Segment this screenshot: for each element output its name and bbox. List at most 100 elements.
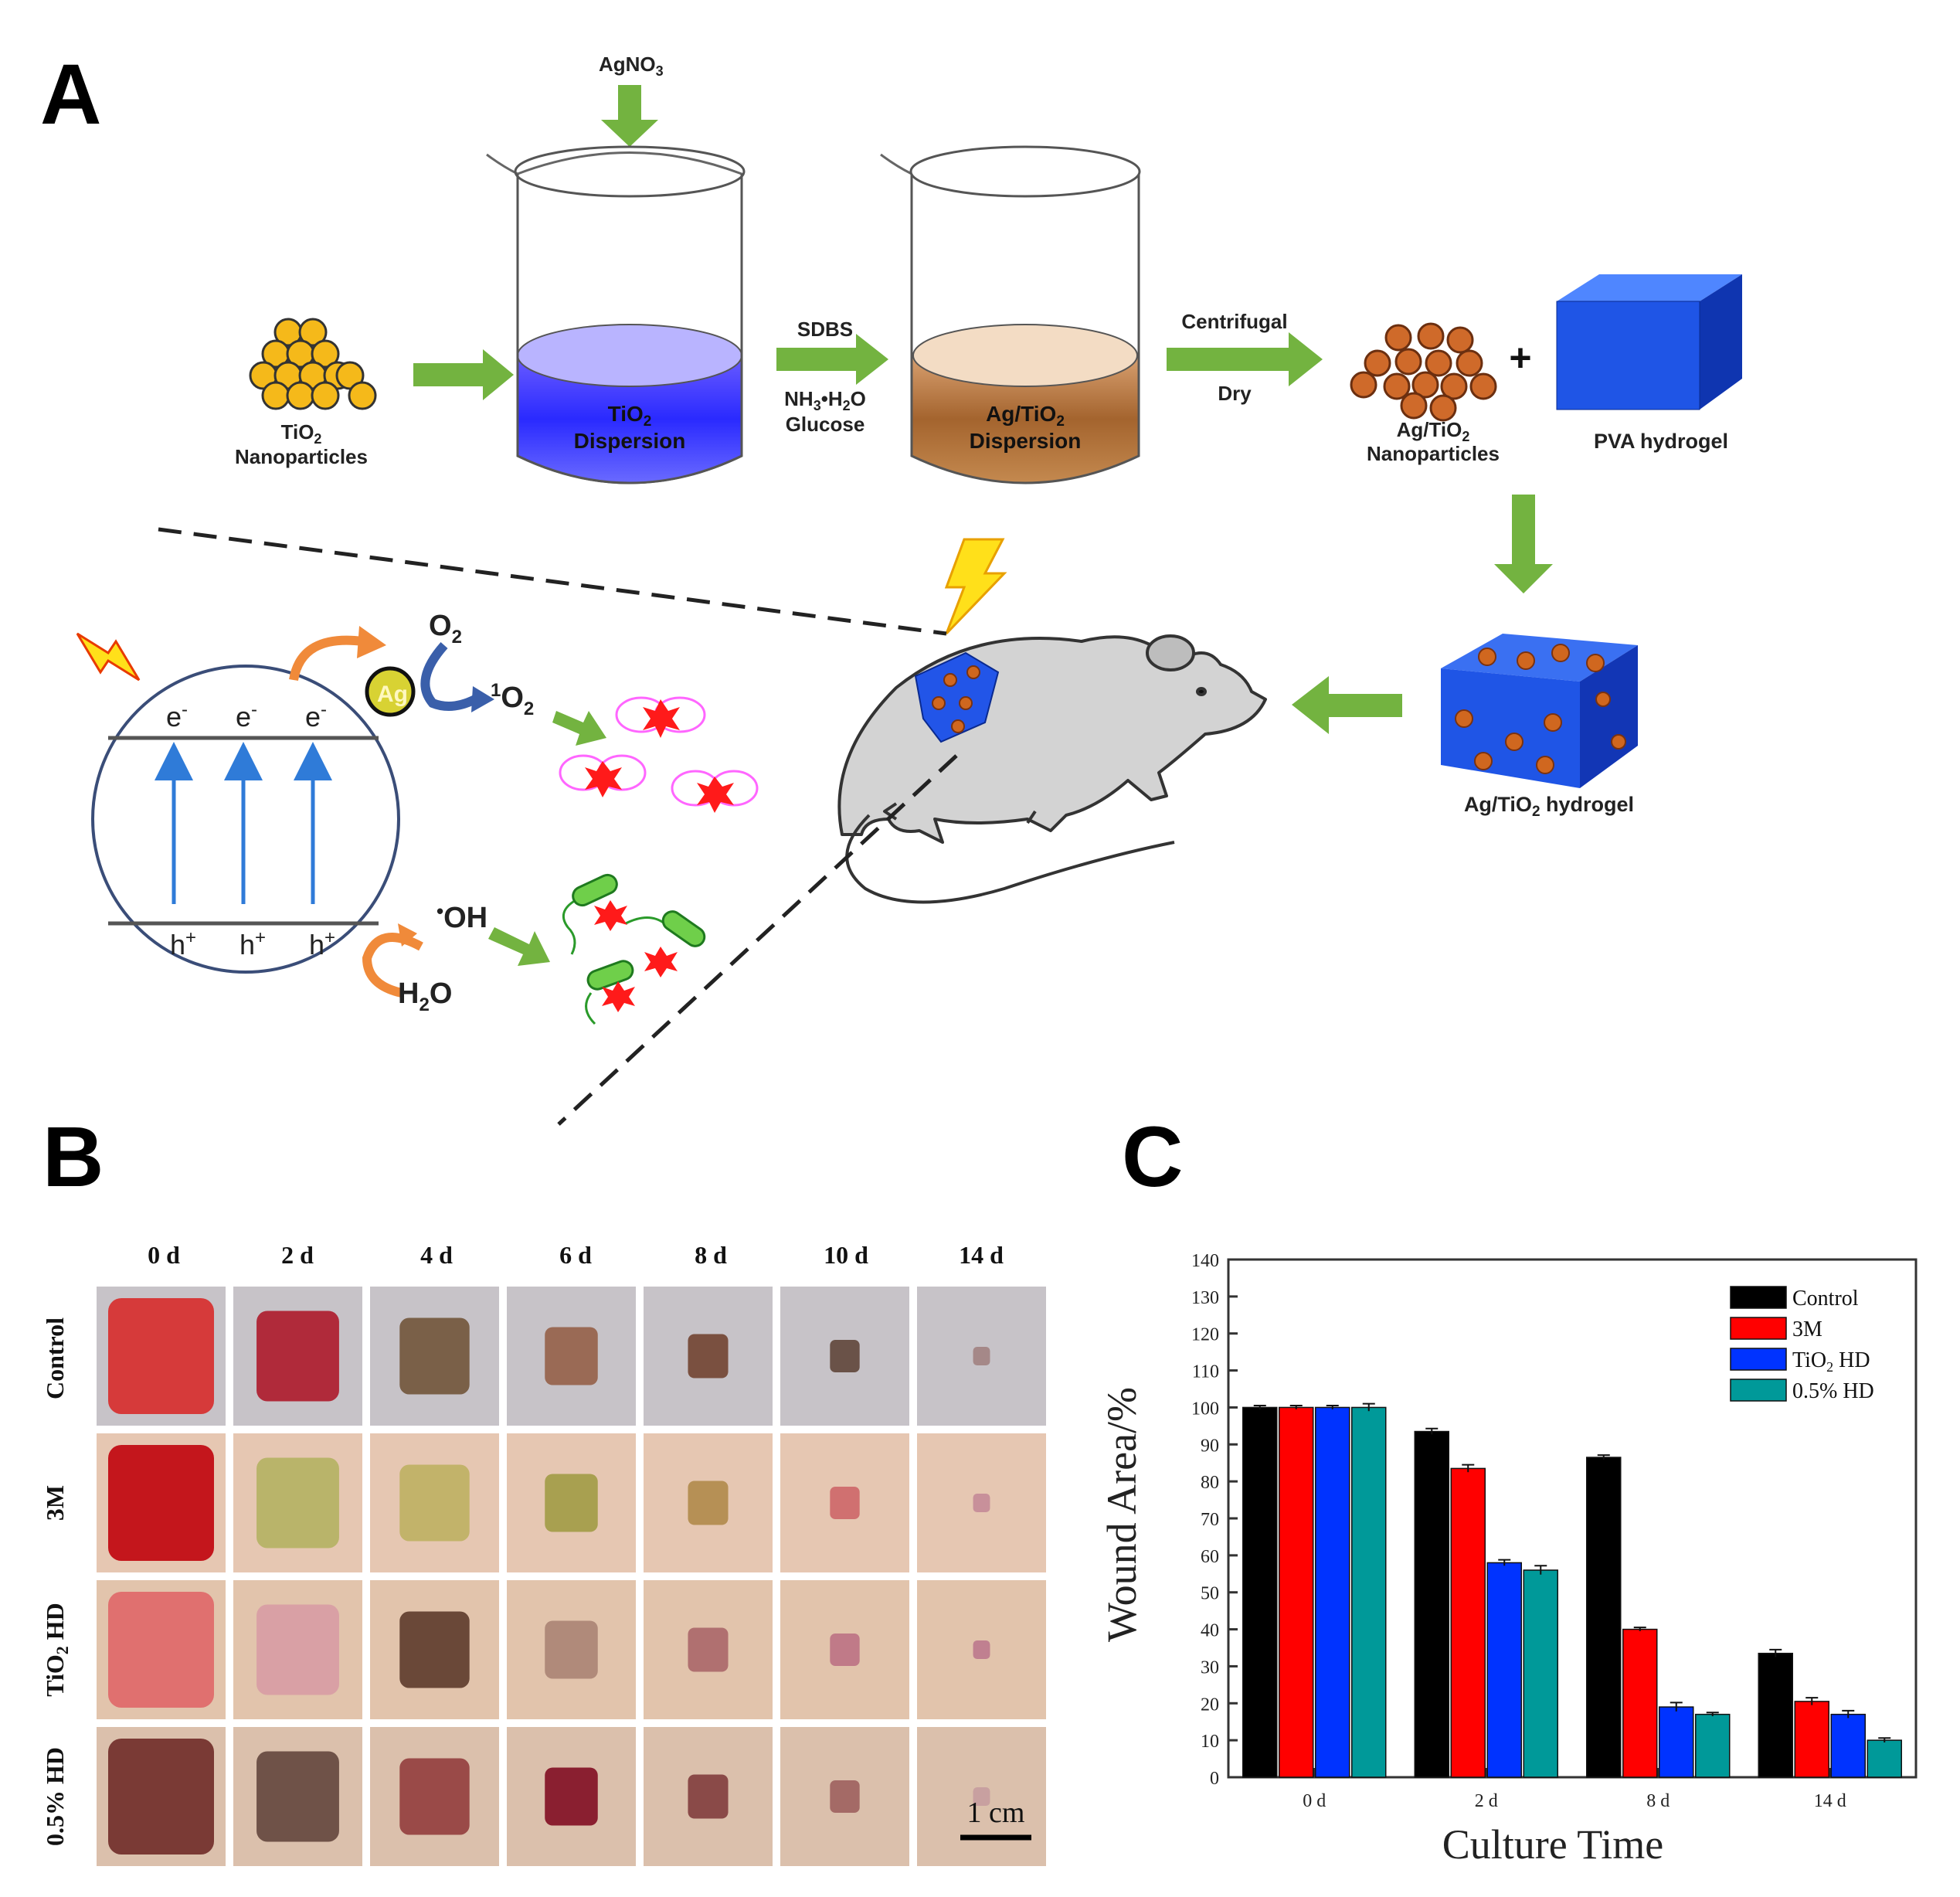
wound-area — [688, 1774, 729, 1819]
dashed-line-bottom — [557, 754, 958, 1126]
pink-bacteria — [559, 696, 759, 813]
green-arrow-oh — [488, 927, 550, 966]
col-header: 14 d — [959, 1241, 1004, 1269]
row-label: TiO2 HD — [41, 1603, 72, 1697]
arrow-to-ag-dispersion — [776, 334, 888, 385]
agtio2-np-label-2: Nanoparticles — [1367, 442, 1500, 465]
col-header: 8 d — [695, 1241, 727, 1269]
bar — [1659, 1706, 1694, 1778]
tio2-disp-label-2: Dispersion — [574, 429, 686, 453]
bar — [1867, 1739, 1902, 1778]
arrow-down-to-hydrogel — [1494, 495, 1553, 593]
wound-area — [108, 1298, 214, 1414]
plus-sign: + — [1509, 336, 1531, 379]
oh-radical-label: •OH — [436, 899, 487, 934]
agtio2-disp-label-2: Dispersion — [970, 429, 1082, 453]
wound-area — [399, 1464, 470, 1542]
bar — [1830, 1713, 1866, 1778]
svg-text:h+: h+ — [170, 927, 196, 960]
wound-area — [399, 1611, 470, 1688]
wound-area — [545, 1327, 598, 1385]
wound-area — [973, 1787, 990, 1806]
x-tick-label: 14 d — [1814, 1791, 1846, 1811]
ag-nanoparticle — [365, 666, 416, 717]
arrow-to-mouse — [1292, 676, 1402, 734]
arrow-to-dispersion — [413, 349, 514, 400]
svg-text:h+: h+ — [239, 927, 266, 960]
legend-label: 3M — [1792, 1317, 1822, 1341]
legend-swatch — [1730, 1317, 1787, 1340]
lightning-icon — [944, 538, 1007, 635]
singlet-oxygen-label: 1O2 — [491, 680, 534, 719]
beaker-agtio2 — [880, 145, 1141, 484]
green-bacteria — [562, 873, 706, 1025]
y-tick-label: 130 — [1191, 1288, 1219, 1308]
x-tick-label: 0 d — [1303, 1791, 1326, 1811]
y-tick-label: 0 — [1210, 1769, 1219, 1789]
photo-grid-row-labels: Control 3M TiO2 HD 0.5% HD — [41, 1317, 72, 1846]
blue-arrowhead — [471, 686, 494, 712]
agno3-arrow — [601, 85, 658, 147]
panel-b: B 0 d 2 d 4 d 6 d 8 d 10 d 14 d Control … — [41, 1110, 1046, 1866]
col-header: 6 d — [559, 1241, 592, 1269]
x-tick-label: 2 d — [1475, 1791, 1498, 1811]
wound-area — [973, 1640, 990, 1659]
y-tick-label: 60 — [1201, 1547, 1219, 1567]
band-diagram — [91, 665, 400, 974]
dashed-line-top — [158, 527, 947, 636]
nh3-label: NH3•H2O — [784, 387, 866, 413]
row-label: Control — [41, 1317, 69, 1399]
agtio2-disp-label: Ag/TiO2 — [986, 402, 1065, 430]
mouse-illustration — [837, 634, 1267, 904]
bar — [1315, 1406, 1350, 1778]
bar — [1242, 1406, 1278, 1778]
photo-grid-column-headers: 0 d 2 d 4 d 6 d 8 d 10 d 14 d — [148, 1241, 1004, 1269]
orange-arrowhead-1 — [357, 626, 386, 658]
y-tick-label: 50 — [1201, 1584, 1219, 1604]
wound-area — [108, 1739, 214, 1855]
y-tick-label: 10 — [1201, 1732, 1219, 1752]
agno3-label: AgNO3 — [599, 53, 664, 79]
agtio2-np-label: Ag/TiO2 — [1397, 418, 1470, 444]
electron-labels: e- e- e- — [166, 699, 327, 733]
legend-swatch — [1730, 1348, 1787, 1371]
orange-arrowhead-2 — [398, 923, 417, 947]
beaker-tio2 — [486, 145, 746, 484]
sdbs-label: SDBS — [797, 318, 853, 341]
bar — [1758, 1652, 1793, 1778]
hydrogel-patch-on-mouse — [914, 651, 1000, 743]
panel-label-c: C — [1122, 1110, 1183, 1205]
wound-area — [545, 1767, 598, 1826]
y-tick-label: 120 — [1191, 1325, 1219, 1345]
lightning-icon-left — [76, 632, 141, 682]
panel-a: A AgNO3 TiO2 Nanoparticles TiO2 Dispersi… — [40, 47, 1742, 1126]
o2-label: O2 — [429, 610, 462, 648]
pva-label: PVA hydrogel — [1594, 430, 1728, 453]
col-header: 2 d — [281, 1241, 314, 1269]
wound-area — [399, 1758, 470, 1835]
y-tick-label: 40 — [1201, 1621, 1219, 1641]
dry-label: Dry — [1218, 382, 1252, 405]
hole-labels: h+ h+ h+ — [170, 927, 335, 960]
legend-swatch — [1730, 1286, 1787, 1309]
wound-area — [256, 1457, 339, 1549]
wound-area — [545, 1474, 598, 1532]
y-tick-label: 20 — [1201, 1695, 1219, 1715]
svg-text:e-: e- — [166, 699, 188, 733]
bar — [1794, 1701, 1829, 1778]
wound-area — [688, 1481, 729, 1525]
wound-area — [688, 1627, 729, 1672]
wound-area — [830, 1780, 860, 1813]
wound-area — [256, 1604, 339, 1695]
x-tick-label: 8 d — [1646, 1791, 1670, 1811]
tio2-np-label: TiO2 — [281, 420, 322, 447]
panel-label-a: A — [40, 47, 101, 142]
wound-area — [830, 1340, 860, 1372]
bar — [1586, 1457, 1622, 1778]
agtio2-hydrogel-label: Ag/TiO2 hydrogel — [1464, 793, 1634, 820]
svg-text:e-: e- — [305, 699, 327, 733]
agtio2-nanoparticle-cluster — [1350, 322, 1497, 422]
bar — [1695, 1713, 1731, 1778]
